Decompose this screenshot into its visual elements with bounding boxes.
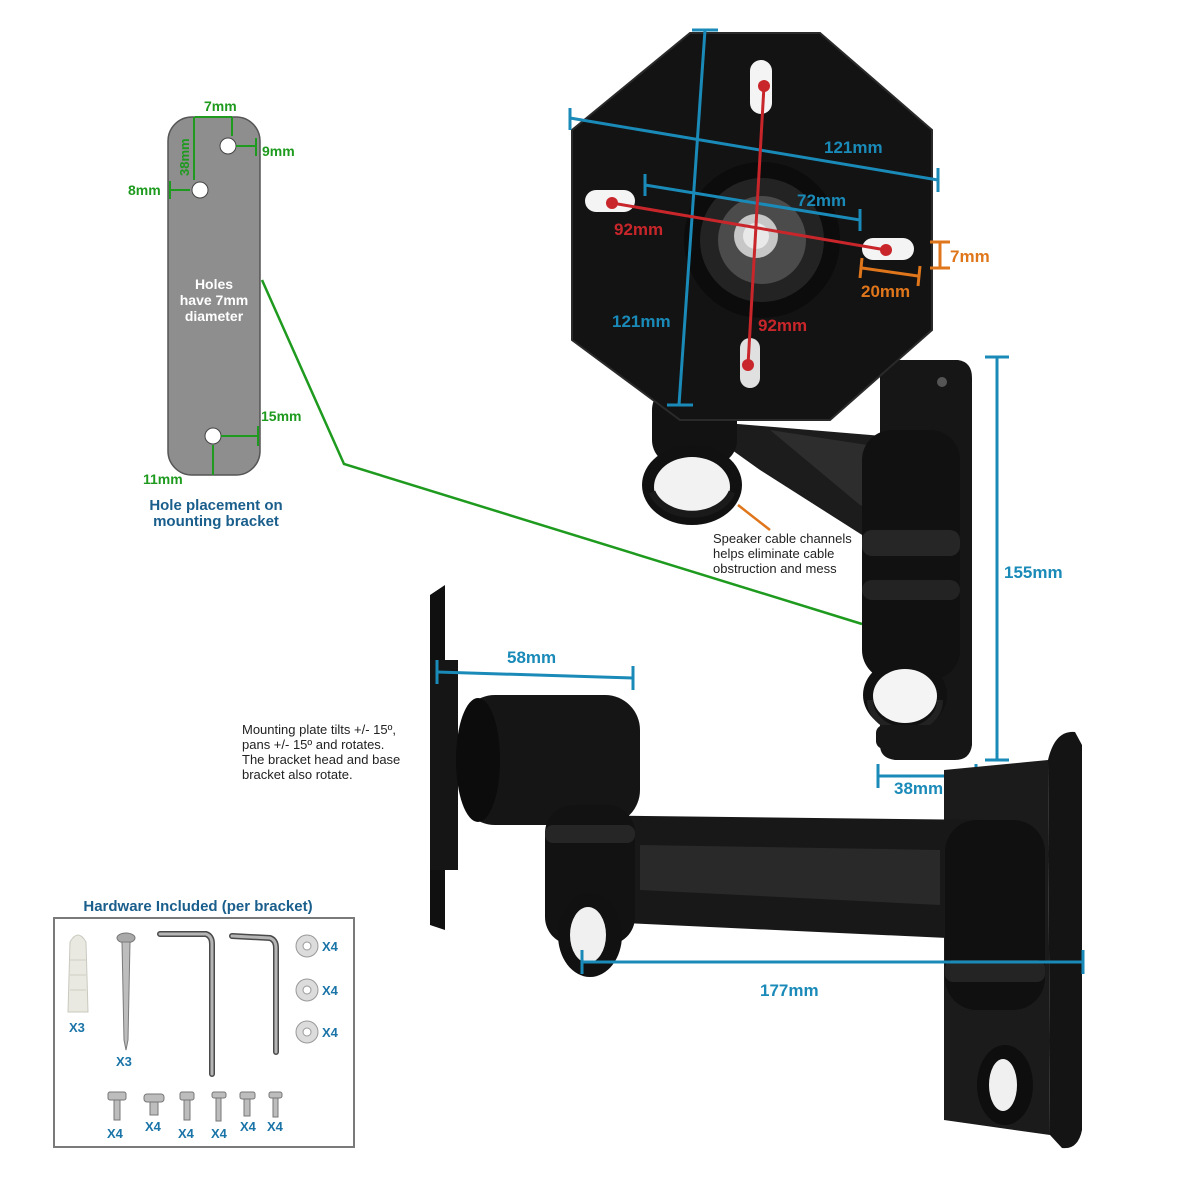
- dim-bracket-height: 155mm: [1004, 563, 1063, 582]
- hole-diagram-caption-line-2: mounting bracket: [153, 513, 279, 530]
- bolt-count-5: X4: [240, 1119, 257, 1134]
- bolt-count-2: X4: [145, 1119, 162, 1134]
- hole-diagram-caption-line-1: Hole placement on: [149, 497, 282, 514]
- bolt-count-4: X4: [211, 1126, 228, 1141]
- cable-note-line-2: helps eliminate cable: [713, 546, 834, 561]
- plate-text-line-2: have 7mm: [180, 292, 248, 308]
- dim-slot-length: 20mm: [861, 282, 910, 301]
- hole-placement-diagram: 7mm 38mm 9mm 8mm 15mm 11mm Holes have 7m…: [128, 98, 863, 626]
- plate-text-line-3: diameter: [185, 308, 244, 324]
- dim-head-width: 121mm: [824, 138, 883, 157]
- dim-head-inner: 72mm: [797, 191, 846, 210]
- dim-head-depth: 58mm: [507, 648, 556, 667]
- bracket-side-view: 58mm 177mm Mounting plate tilts +/- 15º,…: [242, 585, 1085, 1149]
- wall-plug-count: X3: [69, 1020, 85, 1035]
- hole-bottom: [204, 427, 222, 445]
- hardware-title: Hardware Included (per bracket): [83, 898, 312, 915]
- allen-key-large-icon: [157, 931, 215, 1077]
- bolt-icon: [107, 1091, 283, 1122]
- dim-right-offset: 9mm: [262, 143, 295, 159]
- plate-text-line-1: Holes: [195, 276, 233, 292]
- dim-bottom-offset: 11mm: [143, 471, 183, 487]
- dim-top-offset: 7mm: [204, 98, 237, 114]
- hole-upper-left: [191, 181, 209, 199]
- washer-count-1: X4: [322, 939, 339, 954]
- bolt-count-3: X4: [178, 1126, 195, 1141]
- cable-note-line-3: obstruction and mess: [713, 561, 837, 576]
- dim-arm-reach: 177mm: [760, 981, 819, 1000]
- motion-note-line-4: bracket also rotate.: [242, 767, 353, 782]
- motion-note-line-1: Mounting plate tilts +/- 15º,: [242, 722, 396, 737]
- washer-icon: [295, 934, 319, 1044]
- dim-base-width: 38mm: [894, 779, 943, 798]
- hardware-box: Hardware Included (per bracket) X3 X3: [53, 898, 355, 1148]
- dim-slot-width: 7mm: [950, 247, 990, 266]
- bracket-front-view: 121mm 72mm 121mm 92mm 92mm 20mm 7mm Spea…: [568, 28, 1063, 798]
- side-wall-plate: [1048, 731, 1082, 1149]
- wood-screw-icon: [116, 932, 136, 1051]
- motion-note-line-2: pans +/- 15º and rotates.: [242, 737, 384, 752]
- motion-note-line-3: The bracket head and base: [242, 752, 400, 767]
- washer-count-3: X4: [322, 1025, 339, 1040]
- cable-note-line-1: Speaker cable channels: [713, 531, 852, 546]
- allen-key-small-icon: [229, 933, 279, 1055]
- hole-top-right: [219, 137, 237, 155]
- dim-bottom-right-offset: 15mm: [261, 408, 301, 424]
- bolt-count-1: X4: [107, 1126, 124, 1141]
- wood-screw-count: X3: [116, 1054, 132, 1069]
- dim-head-height: 121mm: [612, 312, 671, 331]
- connector-line: [260, 279, 863, 626]
- dim-diag-vertical: 92mm: [758, 316, 807, 335]
- dim-hole-spacing-upper: 38mm: [177, 138, 192, 176]
- dim-diag-horizontal: 92mm: [614, 220, 663, 239]
- dim-left-offset: 8mm: [128, 182, 161, 198]
- wall-plug-icon: [67, 934, 89, 1013]
- washer-count-2: X4: [322, 983, 339, 998]
- bolt-count-6: X4: [267, 1119, 284, 1134]
